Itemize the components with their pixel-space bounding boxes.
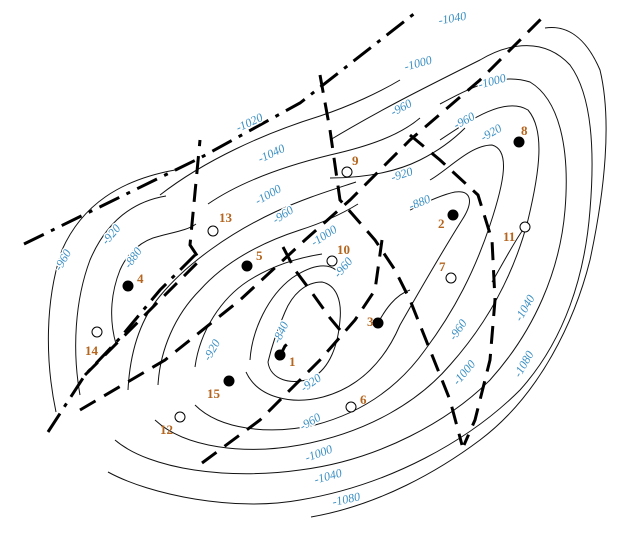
contour-line — [159, 79, 401, 196]
contour-label: -1040 — [437, 9, 467, 28]
contour-line — [249, 265, 337, 361]
producing-well-marker — [274, 349, 286, 361]
contour-label: -880 — [121, 245, 145, 271]
contour-label: -1000 — [450, 357, 479, 387]
producing-well-marker — [122, 280, 134, 292]
well-label: 10 — [337, 242, 350, 257]
dry-well-marker — [326, 255, 338, 267]
contour-label: -840 — [269, 319, 291, 345]
producing-well-marker — [447, 209, 459, 221]
contour-line — [245, 191, 470, 401]
well-label: 9 — [352, 153, 359, 168]
well-label: 12 — [160, 422, 173, 437]
contour-label: -1000 — [477, 71, 508, 92]
well-label: 1 — [289, 354, 296, 369]
producing-well-marker — [241, 260, 253, 272]
fault-line — [46, 253, 197, 433]
well-label: 4 — [137, 271, 144, 286]
fault-line — [79, 13, 547, 412]
contour-label: -1000 — [308, 222, 339, 249]
contour-line — [127, 181, 357, 391]
well-label: 2 — [438, 216, 445, 231]
contour-line — [114, 78, 567, 475]
contour-label: -920 — [99, 222, 124, 248]
contour-label: -920 — [478, 121, 504, 144]
producing-well-marker — [223, 375, 235, 387]
dry-well-marker — [207, 225, 219, 237]
contour-line — [75, 195, 167, 396]
well-label: 13 — [219, 210, 233, 225]
contour-line — [267, 281, 341, 382]
fault-line — [409, 133, 497, 446]
dry-well-marker — [91, 326, 103, 338]
well-label: 8 — [521, 123, 528, 138]
dry-well-marker — [174, 411, 186, 423]
well-label: 6 — [360, 392, 367, 407]
well-label: 3 — [367, 314, 374, 329]
well-label: 15 — [207, 386, 221, 401]
dry-well-marker — [519, 221, 531, 233]
contour-label: -960 — [446, 317, 470, 343]
well-label: 11 — [503, 229, 515, 244]
contour-line — [377, 289, 411, 324]
fault-line — [318, 74, 464, 446]
contour-label: -1040 — [313, 466, 344, 487]
dry-well-marker — [341, 166, 353, 178]
producing-well-marker — [372, 317, 384, 329]
contour-label: -920 — [298, 371, 324, 395]
contour-label: -1040 — [256, 141, 287, 166]
well-label: 5 — [256, 248, 263, 263]
producing-well-marker — [513, 136, 525, 148]
contour-label: -960 — [270, 203, 296, 227]
contour-line — [194, 144, 504, 431]
contour-label: -960 — [51, 247, 74, 273]
contour-label: -880 — [407, 192, 433, 213]
contour-line — [154, 105, 540, 450]
contour-label: -1000 — [303, 442, 334, 465]
contour-line — [111, 223, 197, 345]
contour-lines — [47, 26, 607, 518]
contour-label: -1040 — [511, 292, 537, 323]
dry-well-marker — [345, 401, 357, 413]
contour-label: -920 — [389, 164, 414, 184]
contour-line — [310, 26, 607, 518]
contour-line — [194, 253, 323, 368]
well-label: 14 — [85, 343, 99, 358]
contour-line — [207, 117, 421, 205]
contour-label: -1000 — [403, 53, 434, 74]
contour-label: -1000 — [252, 181, 283, 207]
contour-labels: -1040-1000-1000-960-960-920-1020-1040-92… — [49, 7, 539, 510]
contour-line — [329, 127, 466, 179]
fault-line — [83, 139, 202, 377]
dry-well-marker — [445, 272, 457, 284]
contour-line — [107, 45, 593, 505]
fault-line — [281, 246, 342, 331]
well-label: 7 — [439, 259, 446, 274]
fault-line — [23, 11, 416, 246]
contour-label: -960 — [388, 96, 414, 119]
contour-line — [47, 169, 176, 413]
contour-label: -960 — [297, 410, 323, 433]
contour-label: -920 — [200, 337, 223, 363]
fault-line — [201, 239, 384, 465]
